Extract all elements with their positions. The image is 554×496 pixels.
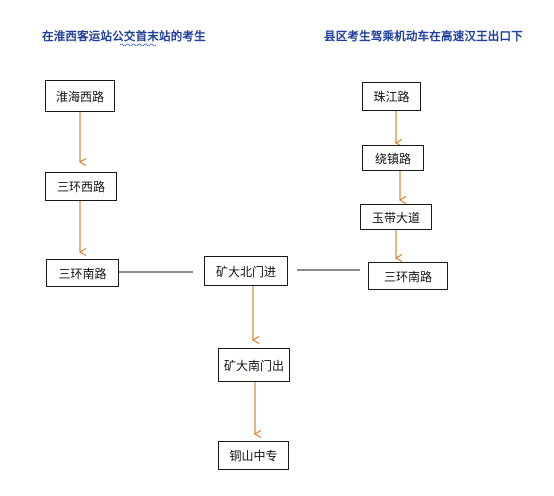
- node-kuangda-nanmen: 矿大南门出: [218, 348, 290, 382]
- node-sanhuan-xi-lu: 三环西路: [45, 172, 117, 201]
- node-zhujiang-lu: 珠江路: [362, 82, 421, 111]
- node-yudai-dadao: 玉带大道: [360, 204, 432, 230]
- right-route-heading: 县区考生驾乘机动车在高速汉王出口下: [324, 29, 523, 43]
- spellcheck-underline: [120, 43, 156, 46]
- node-huaihai-xi-lu: 淮海西路: [45, 80, 115, 112]
- node-sanhuan-nan-lu-left: 三环南路: [46, 259, 119, 287]
- node-kuangda-beimen: 矿大北门进: [204, 256, 288, 286]
- left-route-heading: 在淮西客运站公交首末站的考生: [42, 29, 206, 43]
- node-sanhuan-nan-lu-right: 三环南路: [368, 262, 448, 290]
- node-tongshan-zhongzhuan: 铜山中专: [218, 441, 289, 470]
- node-raozhen-lu: 绕镇路: [362, 145, 424, 171]
